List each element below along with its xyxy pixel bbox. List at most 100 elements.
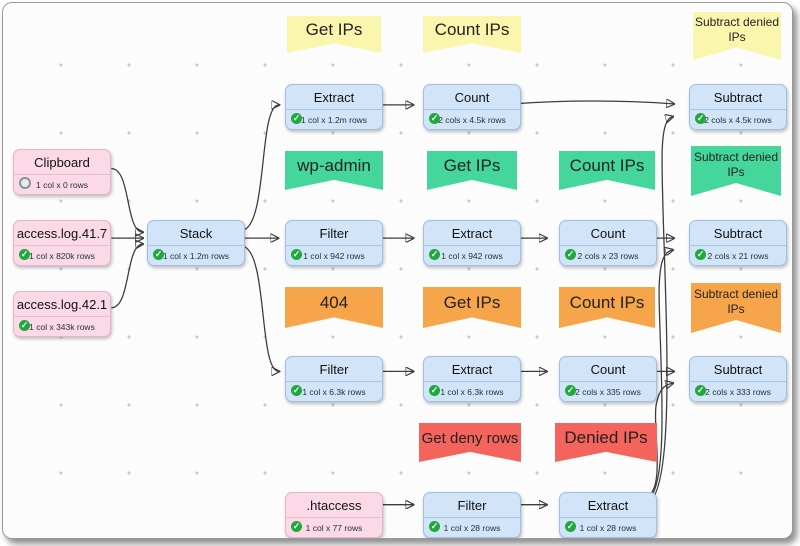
node-title: Filter	[319, 226, 349, 241]
pending-icon	[19, 177, 31, 189]
note-label: Subtract denied IPs	[694, 15, 780, 44]
node-divider	[148, 245, 244, 246]
note-label: Count IPs	[569, 156, 645, 175]
note-wp-admin[interactable]: wp-admin	[285, 151, 383, 190]
check-icon: ✓	[291, 521, 302, 532]
node-divider	[560, 245, 656, 246]
node-caption: 2 cols x 23 rows	[577, 251, 639, 261]
node-count-row1[interactable]: Count 2 cols x 4.5k rows ✓	[423, 84, 521, 130]
node-filter-row2[interactable]: Filter 1 col x 942 rows ✓	[285, 220, 383, 266]
node-caption: 1 col x 28 rows	[443, 523, 501, 533]
check-icon: ✓	[695, 385, 706, 396]
node-count-row2[interactable]: Count 2 cols x 23 rows ✓	[559, 220, 657, 266]
note-label: Subtract denied IPs	[693, 150, 779, 179]
note-label: Count IPs	[434, 20, 510, 39]
node-caption: 1 col x 77 rows	[305, 523, 363, 533]
node-title: Subtract	[713, 226, 763, 241]
check-icon: ✓	[565, 249, 576, 260]
node-extract-row4[interactable]: Extract 1 col x 28 rows ✓	[559, 492, 657, 538]
node-divider	[690, 245, 786, 246]
note-label: Get IPs	[305, 20, 363, 39]
edges-layer	[111, 3, 792, 538]
node-divider	[424, 517, 520, 518]
node-caption: 2 cols x 21 rows	[707, 251, 769, 261]
flow-canvas[interactable]: Clipboard 1 col x 0 rows access.log.41.7…	[2, 2, 793, 539]
check-icon: ✓	[19, 249, 30, 260]
node-title: Filter	[319, 362, 349, 377]
note-get-ips-green[interactable]: Get IPs	[427, 151, 517, 190]
note-get-ips-yellow[interactable]: Get IPs	[287, 16, 381, 53]
node-divider	[14, 245, 110, 246]
node-title: Extract	[587, 498, 629, 513]
node-divider	[690, 109, 786, 110]
note-label: 404	[319, 293, 349, 312]
node-divider	[286, 245, 382, 246]
node-input-access-log-42-1[interactable]: access.log.42.1 1 col x 343k rows ✓	[13, 291, 111, 337]
node-caption: 2 cols x 333 rows	[705, 387, 771, 397]
node-subtract-row1[interactable]: Subtract 2 cols x 4.5k rows ✓	[689, 84, 787, 130]
node-divider	[560, 517, 656, 518]
node-caption: 1 col x 942 rows	[441, 251, 503, 261]
node-extract-row1[interactable]: Extract 1 col x 1.2m rows ✓	[285, 84, 383, 130]
node-divider	[424, 245, 520, 246]
note-subtract-denied-ips-yellow[interactable]: Subtract denied IPs	[693, 12, 781, 60]
note-count-ips-yellow[interactable]: Count IPs	[423, 16, 521, 53]
note-denied-ips[interactable]: Denied IPs	[555, 423, 657, 462]
note-label: Get IPs	[443, 156, 501, 175]
node-caption: 1 col x 1.2m rows	[162, 251, 230, 261]
edge-clipboard-stack	[111, 167, 142, 233]
node-extract-row2[interactable]: Extract 1 col x 942 rows ✓	[423, 220, 521, 266]
node-divider	[286, 381, 382, 382]
node-count-row3[interactable]: Count 2 cols x 335 rows ✓	[559, 356, 657, 402]
node-divider	[424, 381, 520, 382]
node-divider	[690, 381, 786, 382]
node-extract-row3[interactable]: Extract 1 col x 6.3k rows ✓	[423, 356, 521, 402]
node-caption: 1 col x 1.2m rows	[300, 115, 368, 125]
note-get-ips-orange[interactable]: Get IPs	[423, 287, 521, 328]
node-title: Count	[590, 362, 626, 377]
check-icon: ✓	[565, 521, 576, 532]
note-count-ips-orange[interactable]: Count IPs	[559, 287, 655, 328]
edge-log421-stack	[111, 244, 142, 309]
node-caption: 2 cols x 335 rows	[575, 387, 641, 397]
note-label: Denied IPs	[564, 428, 648, 447]
check-icon: ✓	[695, 113, 706, 124]
node-subtract-row2[interactable]: Subtract 2 cols x 21 rows ✓	[689, 220, 787, 266]
check-icon: ✓	[291, 113, 302, 124]
check-icon: ✓	[19, 320, 30, 331]
node-title: Filter	[457, 498, 487, 513]
node-subtract-row3[interactable]: Subtract 2 cols x 333 rows ✓	[689, 356, 787, 402]
node-divider	[560, 381, 656, 382]
node-input-htaccess[interactable]: .htaccess 1 col x 77 rows ✓	[285, 492, 383, 538]
edge-stack-extract1	[242, 105, 279, 231]
node-filter-row4[interactable]: Filter 1 col x 28 rows ✓	[423, 492, 521, 538]
node-title: Extract	[451, 362, 493, 377]
note-subtract-denied-ips-green[interactable]: Subtract denied IPs	[691, 146, 781, 196]
note-subtract-denied-ips-orange[interactable]: Subtract denied IPs	[691, 283, 781, 333]
node-title: access.log.41.7	[16, 226, 108, 241]
node-caption: 1 col x 28 rows	[579, 523, 637, 533]
note-get-deny-rows[interactable]: Get deny rows	[419, 423, 521, 462]
node-title: .htaccess	[306, 498, 362, 513]
check-icon: ✓	[429, 113, 440, 124]
node-filter-row3[interactable]: Filter 1 col x 6.3k rows ✓	[285, 356, 383, 402]
note-label: Get IPs	[443, 293, 501, 312]
node-caption: 1 col x 343k rows	[29, 322, 95, 332]
node-caption: 1 col x 942 rows	[303, 251, 365, 261]
node-title: Stack	[179, 226, 213, 241]
check-icon: ✓	[565, 385, 576, 396]
note-count-ips-green[interactable]: Count IPs	[559, 151, 655, 190]
node-title: Extract	[313, 90, 355, 105]
check-icon: ✓	[153, 249, 164, 260]
node-caption: 1 col x 6.3k rows	[302, 387, 366, 397]
check-icon: ✓	[429, 249, 440, 260]
note-label: Count IPs	[569, 293, 645, 312]
node-divider	[286, 517, 382, 518]
node-input-access-log-41-7[interactable]: access.log.41.7 1 col x 820k rows ✓	[13, 220, 111, 266]
note-404[interactable]: 404	[285, 287, 383, 328]
node-stack[interactable]: Stack 1 col x 1.2m rows ✓	[147, 220, 245, 266]
node-input-clipboard[interactable]: Clipboard 1 col x 0 rows	[13, 149, 111, 195]
node-caption: 1 col x 6.3k rows	[440, 387, 504, 397]
node-divider	[286, 109, 382, 110]
node-caption: 2 cols x 4.5k rows	[704, 115, 772, 125]
